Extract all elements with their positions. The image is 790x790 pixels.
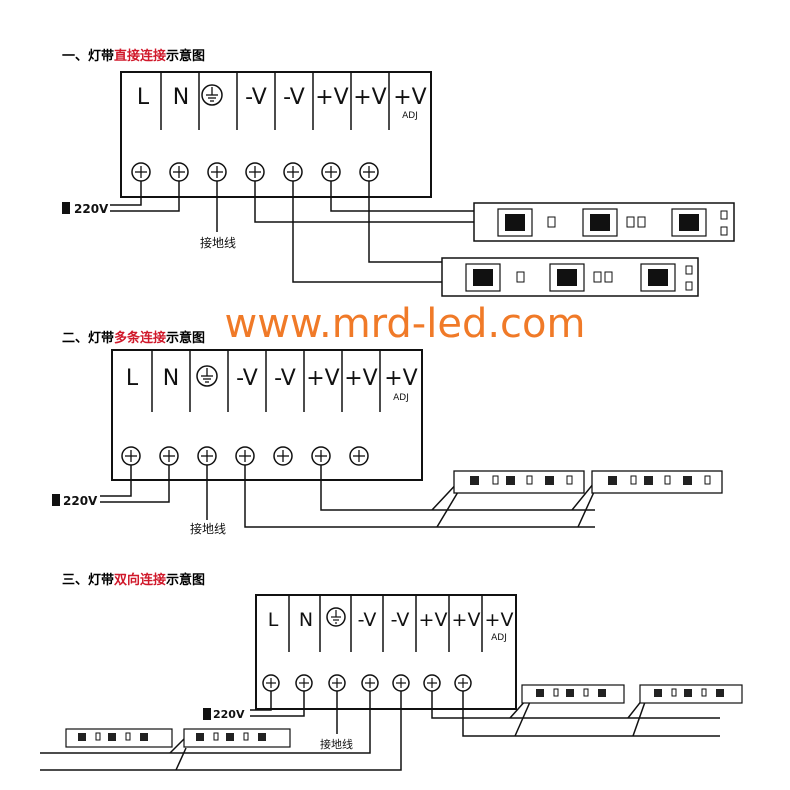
terminal-label-neg-v: -V [236, 366, 258, 391]
led-strip-3d [183, 728, 291, 748]
power-plug-icon [203, 708, 211, 720]
terminal-label-n: N [173, 85, 189, 110]
wires-1 [110, 181, 478, 283]
terminal-label-neg-v: -V [391, 609, 410, 631]
power-plug-icon [62, 202, 70, 214]
led-strip-3a [521, 684, 625, 704]
section-2-title-highlight: 多条连接 [114, 330, 166, 346]
watermark-text: www.mrd-led.com [225, 301, 586, 347]
terminal-label-pos-v-adj: +V [384, 366, 417, 391]
terminal-label-l: L [126, 366, 139, 391]
terminal-label-pos-v: +V [419, 609, 448, 631]
led-strip-3b [639, 684, 743, 704]
terminal-label-pos-v: +V [353, 85, 386, 110]
section-2: 二、灯带多条连接示意图 L N -V -V +V +V +V [52, 330, 723, 536]
ground-wire-label: 接地线 [190, 521, 226, 536]
wires-2 [100, 465, 599, 528]
section-1-title-highlight: 直接连接 [114, 48, 166, 64]
section-1-title-suffix: 示意图 [166, 48, 205, 64]
power-supply-1: L N -V -V +V +V +V ADJ [120, 71, 432, 198]
power-plug-icon [52, 494, 60, 506]
section-2-title-suffix: 示意图 [166, 330, 205, 346]
power-supply-2: L N -V -V +V +V +V ADJ [111, 349, 423, 481]
terminal-label-neg-v: -V [245, 85, 267, 110]
terminal-label-l: L [268, 609, 279, 631]
adj-label: ADJ [491, 633, 507, 643]
voltage-label: 220V [213, 708, 245, 721]
section-1-title-prefix: 一、灯带 [62, 48, 114, 64]
led-strip-2a [453, 470, 585, 494]
led-strip-3c [65, 728, 173, 748]
section-3: 三、灯带双向连接示意图 L N -V -V +V +V +V [40, 572, 743, 771]
terminal-label-pos-v: +V [344, 366, 377, 391]
power-supply-3: L N -V -V +V +V +V ADJ [255, 594, 517, 710]
section-2-title-prefix: 二、灯带 [62, 330, 114, 346]
section-2-title: 二、灯带多条连接示意图 [62, 330, 205, 346]
terminal-label-neg-v: -V [274, 366, 296, 391]
terminal-label-pos-v: +V [306, 366, 339, 391]
led-strip-1b [441, 257, 699, 297]
terminal-label-n: N [299, 609, 313, 631]
adj-label: ADJ [393, 393, 409, 403]
ground-wire-label: 接地线 [320, 737, 353, 751]
ground-symbol-icon [201, 84, 223, 106]
section-1: 一、灯带直接连接示意图 L N -V -V +V +V +V [62, 48, 735, 297]
section-3-title: 三、灯带双向连接示意图 [62, 572, 205, 588]
adj-label: ADJ [402, 111, 418, 121]
terminal-label-pos-v-adj: +V [485, 609, 514, 631]
terminal-label-pos-v: +V [315, 85, 348, 110]
terminal-label-n: N [163, 366, 179, 391]
terminal-label-pos-v: +V [452, 609, 481, 631]
section-3-title-suffix: 示意图 [166, 572, 205, 588]
led-strip-1a [473, 202, 735, 242]
section-1-title: 一、灯带直接连接示意图 [62, 48, 205, 64]
ground-symbol-icon [326, 607, 346, 627]
ground-symbol-icon [196, 365, 218, 387]
led-strip-2b [591, 470, 723, 494]
section-3-title-highlight: 双向连接 [114, 572, 166, 588]
terminal-label-neg-v: -V [283, 85, 305, 110]
voltage-label: 220V [74, 202, 109, 216]
section-3-title-prefix: 三、灯带 [62, 572, 114, 588]
voltage-label: 220V [63, 494, 98, 508]
terminal-label-neg-v: -V [358, 609, 377, 631]
terminal-label-pos-v-adj: +V [393, 85, 426, 110]
wires-3 [40, 689, 720, 771]
ground-wire-label: 接地线 [200, 235, 236, 250]
terminal-label-l: L [137, 85, 150, 110]
